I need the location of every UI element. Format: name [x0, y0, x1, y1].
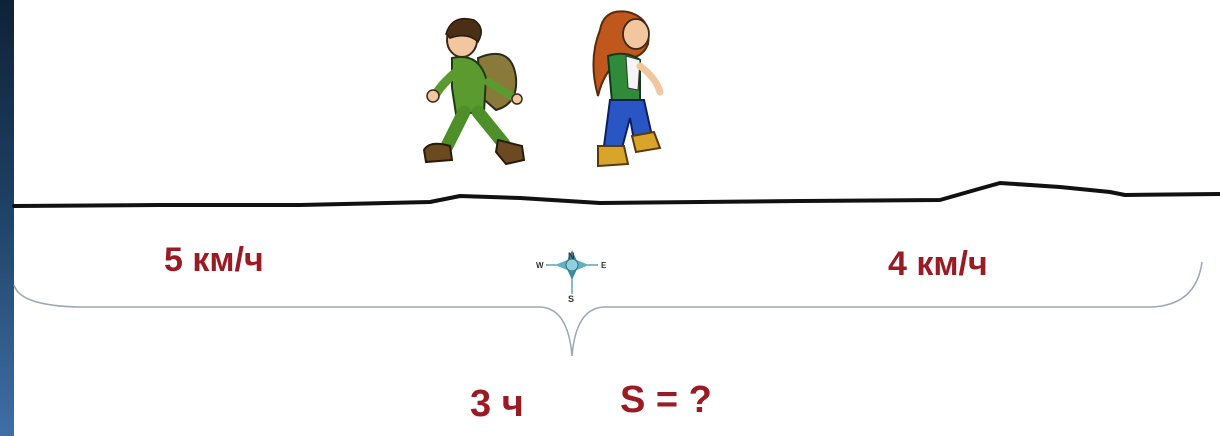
hiker-boy-icon [422, 17, 526, 166]
time-label: 3 ч [470, 383, 524, 425]
road-line [12, 181, 1220, 208]
hiker-girl-icon [592, 10, 664, 168]
compass-east: E [601, 261, 607, 270]
speed-right-label: 4 км/ч [888, 245, 988, 283]
distance-brace [13, 261, 1203, 357]
slide-side-band [0, 0, 14, 436]
compass-north: N [568, 251, 575, 261]
speed-left-label: 5 км/ч [164, 241, 264, 279]
compass-south: S [568, 294, 574, 304]
compass-rose-icon: N S W E [536, 250, 607, 304]
compass-west: W [536, 261, 544, 270]
distance-question-label: S = ? [620, 379, 712, 421]
